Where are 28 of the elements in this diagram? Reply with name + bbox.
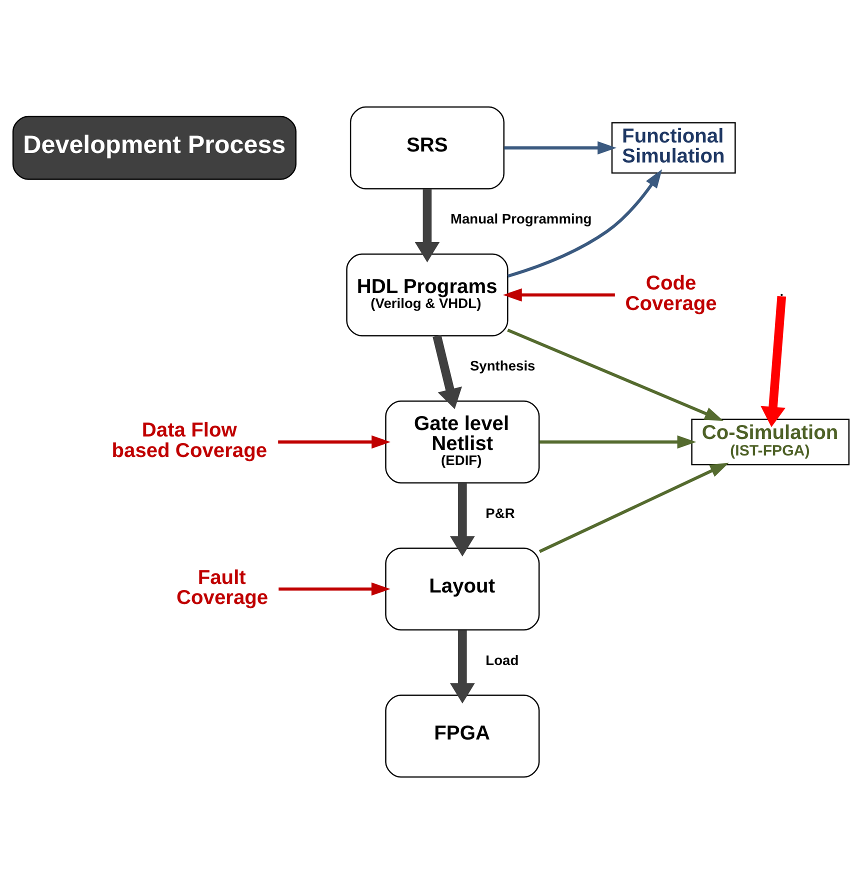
node-box: Development Process bbox=[12, 115, 296, 180]
arrow bbox=[507, 168, 662, 278]
node-text: Fault Coverage bbox=[176, 566, 268, 608]
arrow bbox=[502, 288, 615, 302]
arrow bbox=[450, 630, 475, 704]
node-box: FPGA bbox=[385, 694, 540, 778]
arrow bbox=[760, 295, 786, 427]
arrow bbox=[278, 434, 390, 448]
node-box: SRS bbox=[350, 106, 505, 189]
arrow bbox=[450, 482, 475, 556]
arrow bbox=[432, 334, 462, 409]
edge-label: Manual Programming bbox=[450, 210, 592, 226]
node-box: Functional Simulation bbox=[611, 122, 736, 174]
arrow bbox=[504, 140, 616, 154]
node-box: Gate level Netlist (EDIF) bbox=[385, 400, 540, 483]
arrow bbox=[414, 188, 440, 262]
arrow bbox=[278, 582, 390, 596]
edge-label: P&R bbox=[486, 504, 515, 520]
arrow bbox=[507, 328, 724, 421]
arrow bbox=[539, 434, 696, 448]
node-text: Data Flow based Coverage bbox=[112, 419, 268, 462]
node-box: HDL Programs (Verilog & VHDL) bbox=[346, 252, 508, 336]
edge-label: Load bbox=[486, 651, 519, 668]
node-box: Co-Simulation (IST-FPGA) bbox=[691, 418, 850, 465]
edge-label: Synthesis bbox=[470, 357, 536, 374]
arrow bbox=[538, 462, 729, 553]
node-text: Code Coverage bbox=[625, 272, 717, 314]
node-box: Layout bbox=[385, 547, 540, 630]
